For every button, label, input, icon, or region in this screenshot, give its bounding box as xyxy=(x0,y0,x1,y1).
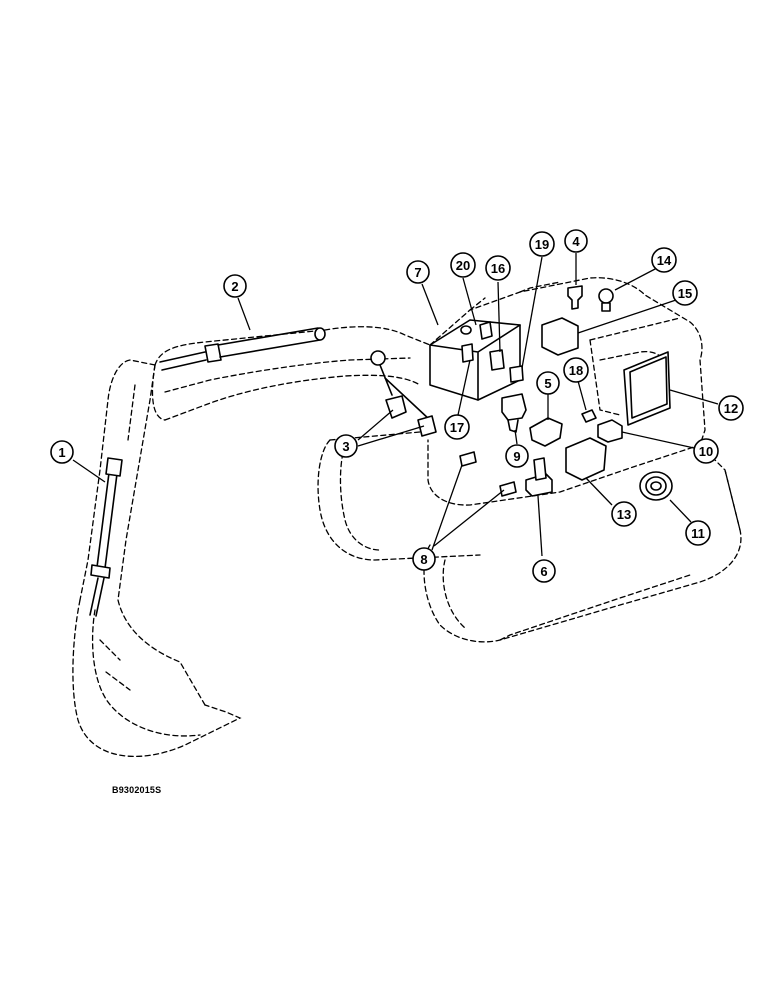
callout-label: 1 xyxy=(58,445,65,460)
control-box xyxy=(429,319,524,401)
switch-part xyxy=(529,417,563,447)
callout-label: 14 xyxy=(657,253,672,268)
callout-label: 13 xyxy=(617,507,631,522)
callout-label: 3 xyxy=(342,439,349,454)
callout-7: 7 xyxy=(406,260,430,284)
small-relay-part xyxy=(597,419,623,443)
callout-label: 10 xyxy=(699,444,713,459)
arm-cylinder xyxy=(89,457,123,617)
horn-part xyxy=(639,471,673,501)
callout-10: 10 xyxy=(693,438,719,464)
callout-17: 17 xyxy=(444,414,470,440)
callout-4: 4 xyxy=(564,229,588,253)
callout-19: 19 xyxy=(529,231,555,257)
callout-label: 2 xyxy=(231,279,238,294)
figure-code: B9302015S xyxy=(112,785,161,795)
callout-label: 6 xyxy=(540,564,547,579)
callout-2: 2 xyxy=(223,274,247,298)
callout-label: 8 xyxy=(420,552,427,567)
callout-13: 13 xyxy=(611,501,637,527)
panel-part xyxy=(623,351,671,426)
callout-15: 15 xyxy=(672,280,698,306)
callout-5: 5 xyxy=(536,371,560,395)
sensor-part-b xyxy=(499,481,517,497)
sensor-part-a xyxy=(459,451,477,467)
callout-14: 14 xyxy=(651,247,677,273)
callout-label: 5 xyxy=(544,376,551,391)
callout-label: 9 xyxy=(513,449,520,464)
relay-block-part xyxy=(565,437,607,481)
callout-label: 20 xyxy=(456,258,470,273)
callout-label: 12 xyxy=(724,401,738,416)
bulb-socket-part xyxy=(567,285,583,310)
callout-18: 18 xyxy=(563,357,589,383)
callout-3: 3 xyxy=(334,434,358,458)
callout-label: 4 xyxy=(572,234,580,249)
callout-11: 11 xyxy=(685,520,711,546)
callout-20: 20 xyxy=(450,252,476,278)
solenoid-part xyxy=(501,393,527,433)
callout-16: 16 xyxy=(485,255,511,281)
callout-8: 8 xyxy=(412,547,436,571)
joystick-controls xyxy=(370,350,437,437)
pressure-switch-part xyxy=(525,457,553,497)
fuse-part xyxy=(581,409,597,423)
callout-label: 19 xyxy=(535,237,549,252)
callout-9: 9 xyxy=(505,444,529,468)
callout-12: 12 xyxy=(718,395,744,421)
boom-cylinder xyxy=(159,327,326,371)
lamp-bulb-part xyxy=(598,288,614,312)
callout-label: 17 xyxy=(450,420,464,435)
callout-1: 1 xyxy=(50,440,74,464)
callout-label: 7 xyxy=(414,265,421,280)
excavator-outline xyxy=(72,277,742,757)
leader-lines xyxy=(72,253,719,557)
callout-6: 6 xyxy=(532,559,556,583)
callout-label: 16 xyxy=(491,261,505,276)
callout-label: 15 xyxy=(678,286,692,301)
relay-cube-part xyxy=(541,317,579,356)
callout-label: 11 xyxy=(691,526,705,541)
callout-label: 18 xyxy=(569,363,583,378)
